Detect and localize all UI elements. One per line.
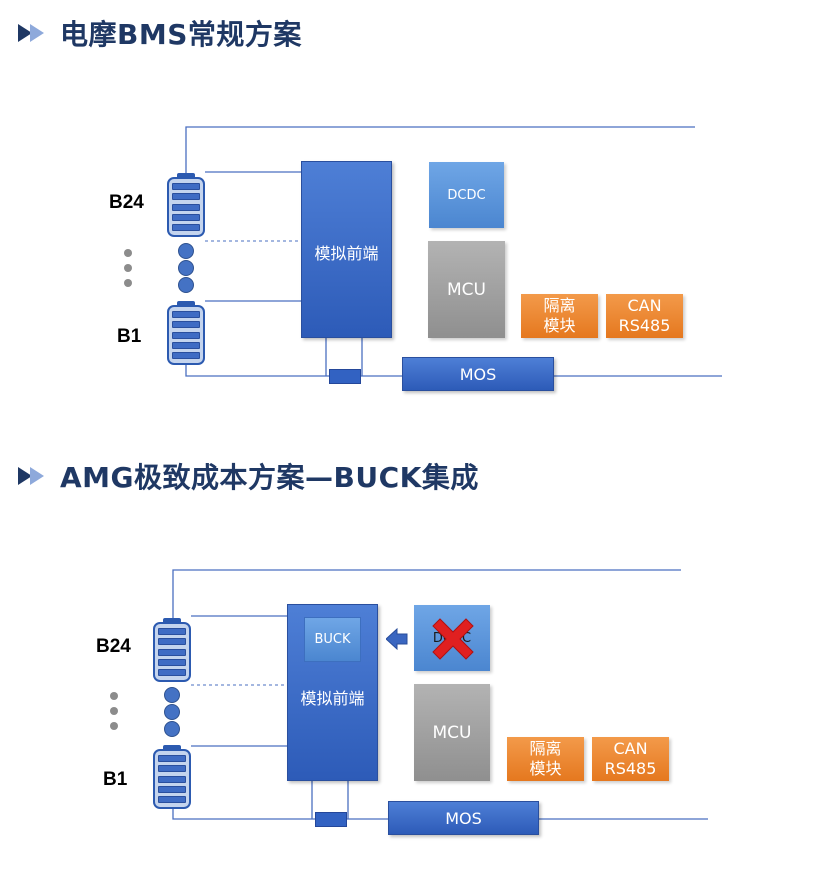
battery-label-top: B24: [109, 192, 144, 213]
ellipsis-dot: [178, 260, 194, 276]
sense-resistor: [315, 812, 347, 827]
section-1-title-bar: 电摩BMS常规方案: [18, 15, 302, 51]
ellipsis-dot: [164, 704, 180, 720]
battery-cell-icon: [167, 301, 205, 365]
block-arrow-left-icon: [386, 627, 408, 651]
ellipsis-dot: [164, 721, 180, 737]
mcu-block: MCU: [428, 241, 505, 338]
red-cross-icon: [432, 618, 474, 660]
battery-label-top: B24: [96, 636, 131, 657]
double-triangle-icon: [18, 467, 44, 485]
wiring: [185, 126, 722, 377]
ellipsis-dot: [110, 722, 118, 730]
ellipsis-dot: [110, 707, 118, 715]
section-1-title: 电摩BMS常规方案: [60, 18, 302, 51]
mcu-block: MCU: [414, 684, 490, 781]
dcdc-block: DCDC: [429, 162, 504, 228]
mos-block: MOS: [402, 357, 554, 391]
sense-resistor: [329, 369, 361, 384]
amg-buck-integrated-diagram: B24 B1 模拟前端 BUCK DCDC MCU 隔离 模块 CAN RS48…: [0, 543, 817, 843]
isolation-module: 隔离 模块: [507, 737, 584, 781]
wiring: [172, 569, 708, 820]
ellipsis-dot: [110, 692, 118, 700]
section-2-title-bar: AMG极致成本方案—BUCK集成: [18, 458, 479, 494]
mos-block: MOS: [388, 801, 539, 835]
isolation-module: 隔离 模块: [521, 294, 598, 338]
can-rs485-module: CAN RS485: [606, 294, 683, 338]
ellipsis-dot: [178, 277, 194, 293]
battery-cell-icon: [153, 745, 191, 809]
ellipsis-dot: [164, 687, 180, 703]
analog-front-end: 模拟前端: [301, 161, 392, 338]
battery-cell-icon: [153, 618, 191, 682]
ellipsis-dot: [124, 249, 132, 257]
ellipsis-dot: [124, 264, 132, 272]
battery-label-bottom: B1: [103, 769, 128, 790]
ellipsis-dot: [178, 243, 194, 259]
battery-cell-icon: [167, 173, 205, 237]
ellipsis-dot: [124, 279, 132, 287]
double-triangle-icon: [18, 24, 44, 42]
battery-label-bottom: B1: [117, 326, 142, 347]
buck-block: BUCK: [304, 617, 361, 662]
can-rs485-module: CAN RS485: [592, 737, 669, 781]
section-2-title: AMG极致成本方案—BUCK集成: [60, 461, 479, 494]
conventional-bms-diagram: B24 B1 模拟前端 DCDC MCU 隔离 模块 CAN RS485 MOS: [0, 100, 817, 400]
